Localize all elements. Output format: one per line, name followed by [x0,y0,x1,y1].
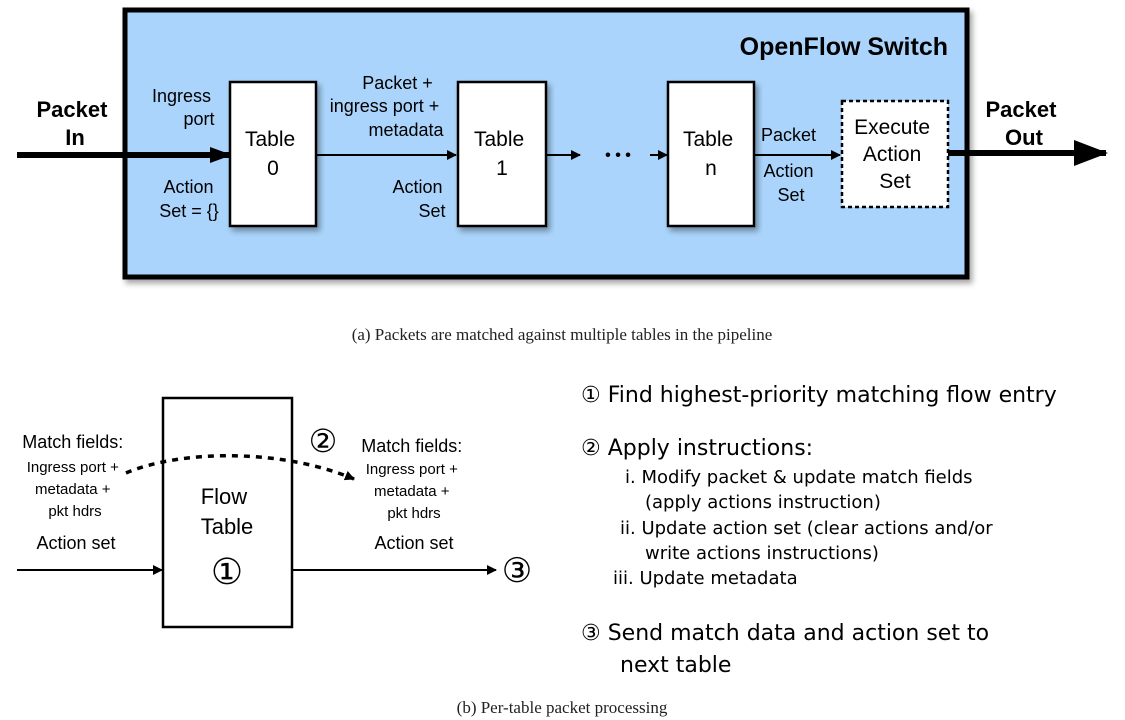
packet-out-label: Packet Out [985,97,1062,150]
table-1-label: Table 1 [474,128,530,180]
step-2-items: i. Modify packet & update match fields (… [613,467,998,589]
update-match-curve-arrow [125,454,355,481]
curve-marker-2: ② [309,422,338,460]
right-action-set-label: Action set [374,533,453,553]
empty-action-set-label: Action Set = {} [159,177,219,221]
table-1-box [456,80,548,228]
execute-action-set-box [840,99,950,209]
left-match-fields-label: Match fields: Ingress port + metadata + … [22,432,128,520]
caption-b: (b) Per-table packet processing [457,698,668,717]
packet-ingress-metadata-label: Packet + ingress port + metadata [330,73,445,140]
action-set-label-1: Action Set [392,177,447,221]
table-n-label: Table n [683,128,739,180]
packet-action-set-label: Packet Action Set [761,125,821,205]
left-action-set-label: Action set [36,533,115,553]
step-1: ① Find highest-priority matching flow en… [581,383,1057,408]
flow-table-label: Flow Table [201,484,254,539]
step-2: ② Apply instructions: [581,436,813,461]
table-n-box [666,80,756,228]
flow-table-box [161,396,294,629]
table-0-label: Table 0 [245,128,301,180]
output-marker-3: ③ [502,551,532,591]
ellipsis: • • • [605,147,631,164]
step-3: ③ Send match data and action set to next… [581,621,996,678]
ingress-port-label: Ingress port [152,86,216,129]
execute-action-set-label: Execute Action Set [854,116,936,193]
switch-title: OpenFlow Switch [740,33,948,61]
flow-table-marker-1: ① [211,552,243,593]
table-0-box [228,80,318,228]
right-match-fields-label: Match fields: Ingress port + metadata + … [361,436,467,522]
packet-in-label: Packet In [36,97,113,150]
caption-a: (a) Packets are matched against multiple… [352,325,773,344]
